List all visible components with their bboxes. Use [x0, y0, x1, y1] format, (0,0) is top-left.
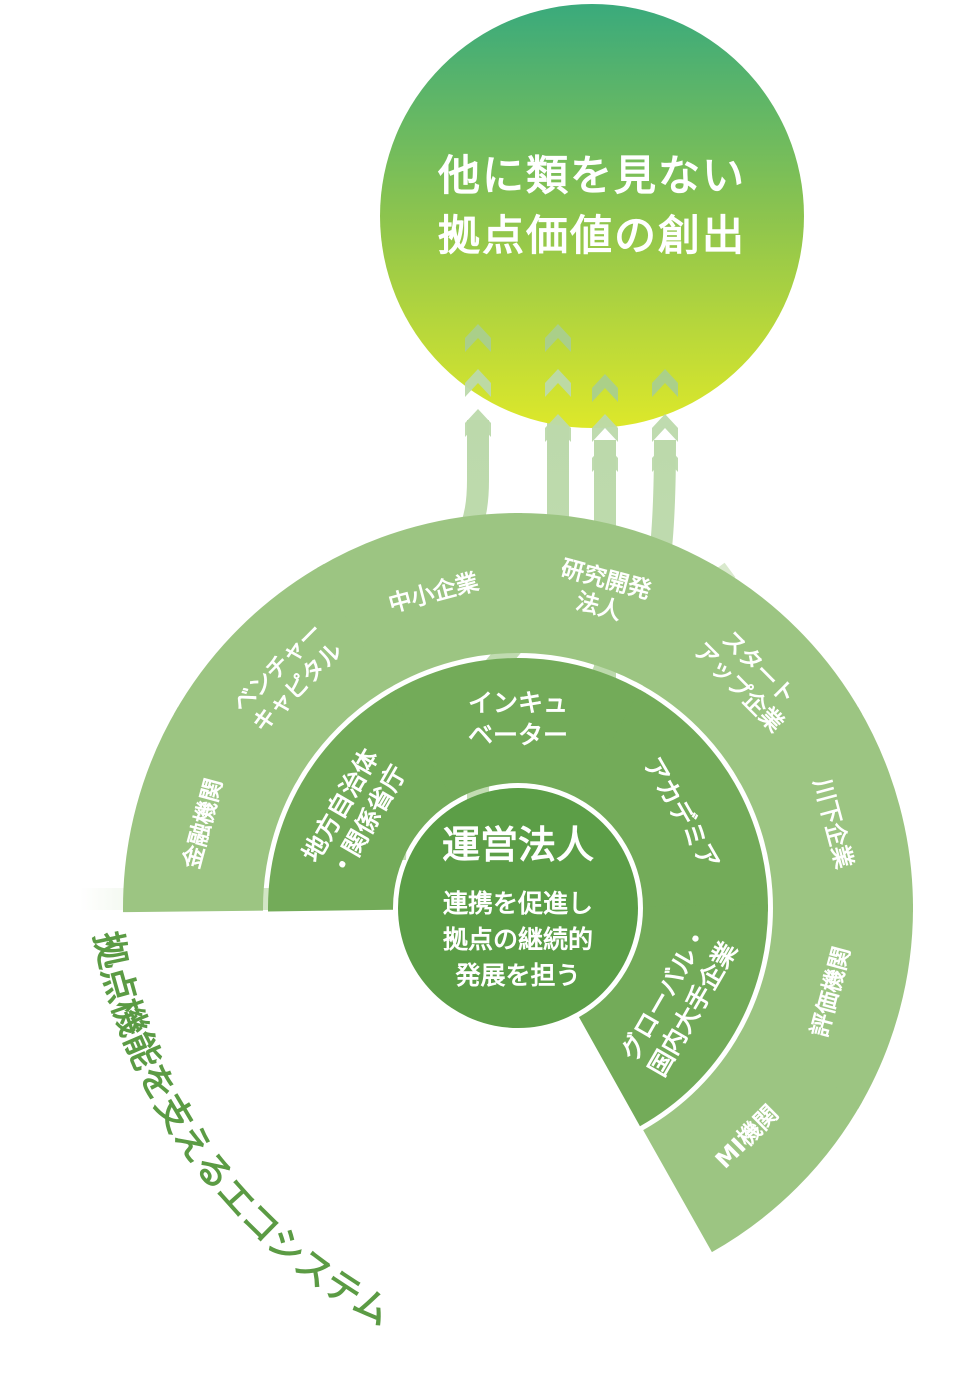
chevron-up-icon	[652, 414, 678, 442]
chevron-up-icon	[592, 414, 618, 442]
chevron-up-icon	[592, 374, 618, 402]
outer-ring-segment: 中小企業	[316, 513, 523, 689]
chevron-up-icon	[465, 324, 491, 352]
goal-line-2: 拠点価値の創出	[438, 211, 746, 260]
chevron-up-icon	[545, 324, 571, 352]
inner-ring-segment: アカデミア	[578, 689, 768, 912]
core-line-3: 発展を担う	[454, 961, 580, 990]
outer-ring-segment: 川下企業	[737, 706, 913, 913]
ecosystem-title-path: 拠点機能を支えるエコシステム	[86, 928, 397, 1334]
inner-ring-segment: 地方自治体・関係省庁	[268, 689, 458, 912]
chevron-up-icon	[652, 369, 678, 397]
goal-circle: 他に類を見ない 拠点価値の創出	[380, 4, 804, 428]
chevron-up-icon	[465, 369, 491, 397]
core-circle: 運営法人 連携を促進し 拠点の継続的 発展を担う	[398, 788, 638, 1028]
outer-ring-segment-shape	[737, 706, 913, 913]
inner-ring-segment-shape	[578, 689, 768, 912]
core-line-2: 拠点の継続的	[443, 925, 593, 954]
chevron-up-icon	[652, 444, 678, 472]
core-title: 運営法人	[442, 823, 594, 867]
inner-ring-segment-shape	[268, 689, 458, 912]
ecosystem-title: 拠点機能を支えるエコシステム	[86, 928, 397, 1334]
inner-ring-label: インキュ	[468, 689, 568, 718]
inner-ring-segment-shape	[389, 657, 647, 801]
outer-ring-segment-shape	[316, 513, 523, 689]
outer-ring: 金融機関ベンチャーキャピタル中小企業研究開発法人スタートアップ企業川下企業評価機…	[123, 513, 913, 1253]
outer-ring-segment-shape	[643, 1033, 863, 1253]
outer-ring-segment-shape	[643, 563, 863, 783]
chevron-up-icon	[545, 414, 571, 442]
chevron-up-icon	[592, 444, 618, 472]
chevron-up-icon	[465, 409, 491, 437]
inner-ring-label: ベーター	[468, 721, 568, 750]
upward-arrows	[465, 324, 678, 472]
inner-ring-segment-shape	[578, 904, 768, 1127]
goal-line-1: 他に類を見ない	[437, 151, 746, 200]
chevron-up-icon	[545, 369, 571, 397]
core-line-1: 連携を促進し	[443, 889, 593, 918]
outer-ring-segment-shape	[173, 563, 393, 783]
outer-ring-segment: MI機関	[643, 1033, 863, 1253]
